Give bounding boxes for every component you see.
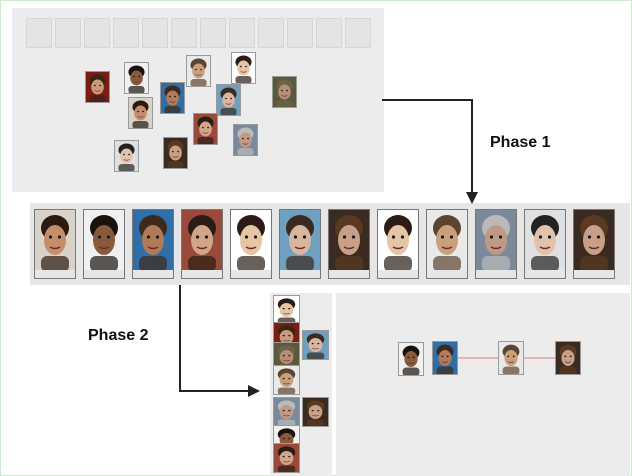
strip-face-thumbnail[interactable] bbox=[573, 209, 615, 279]
empty-slot[interactable] bbox=[316, 18, 342, 48]
empty-slot[interactable] bbox=[200, 18, 226, 48]
strip-face-thumbnail[interactable] bbox=[132, 209, 174, 279]
strip-face-thumbnail[interactable] bbox=[377, 209, 419, 279]
face-thumbnail[interactable] bbox=[273, 295, 300, 325]
strip-face-thumbnail[interactable] bbox=[230, 209, 272, 279]
face-thumbnail[interactable] bbox=[398, 342, 424, 376]
phase2-label: Phase 2 bbox=[88, 327, 149, 344]
face-thumbnail[interactable] bbox=[124, 62, 149, 94]
strip-face-thumbnail[interactable] bbox=[426, 209, 468, 279]
strip-face-thumbnail[interactable] bbox=[475, 209, 517, 279]
face-thumbnail[interactable] bbox=[302, 330, 329, 360]
face-thumbnail[interactable] bbox=[273, 365, 300, 395]
face-thumbnail[interactable] bbox=[231, 52, 256, 84]
phase2-arrow bbox=[179, 285, 260, 397]
empty-slot[interactable] bbox=[26, 18, 52, 48]
face-thumbnail[interactable] bbox=[498, 341, 524, 375]
face-thumbnail[interactable] bbox=[114, 140, 139, 172]
face-thumbnail[interactable] bbox=[163, 137, 188, 169]
face-thumbnail[interactable] bbox=[186, 55, 211, 87]
face-thumbnail[interactable] bbox=[432, 341, 458, 375]
strip-face-thumbnail[interactable] bbox=[524, 209, 566, 279]
empty-slot[interactable] bbox=[84, 18, 110, 48]
face-thumbnail[interactable] bbox=[128, 97, 153, 129]
face-thumbnail[interactable] bbox=[273, 443, 300, 473]
empty-slot[interactable] bbox=[171, 18, 197, 48]
grouping-panel bbox=[336, 293, 630, 476]
empty-slot[interactable] bbox=[142, 18, 168, 48]
phase1-label: Phase 1 bbox=[490, 134, 551, 151]
empty-slot[interactable] bbox=[287, 18, 313, 48]
strip-face-thumbnail[interactable] bbox=[34, 209, 76, 279]
face-thumbnail[interactable] bbox=[302, 397, 329, 427]
slot-bar bbox=[26, 18, 386, 50]
face-thumbnail[interactable] bbox=[272, 76, 297, 108]
face-strip bbox=[30, 203, 630, 285]
empty-slot[interactable] bbox=[258, 18, 284, 48]
face-thumbnail[interactable] bbox=[193, 113, 218, 145]
face-thumbnail[interactable] bbox=[555, 341, 581, 375]
strip-face-thumbnail[interactable] bbox=[328, 209, 370, 279]
empty-slot[interactable] bbox=[55, 18, 81, 48]
strip-face-thumbnail[interactable] bbox=[83, 209, 125, 279]
phase1-arrow bbox=[382, 99, 478, 204]
unsorted-workspace bbox=[12, 8, 384, 192]
strip-face-thumbnail[interactable] bbox=[279, 209, 321, 279]
empty-slot[interactable] bbox=[229, 18, 255, 48]
face-thumbnail[interactable] bbox=[273, 397, 300, 427]
face-thumbnail[interactable] bbox=[85, 71, 110, 103]
face-thumbnail[interactable] bbox=[216, 84, 241, 116]
empty-slot[interactable] bbox=[345, 18, 371, 48]
strip-face-thumbnail[interactable] bbox=[181, 209, 223, 279]
face-thumbnail[interactable] bbox=[233, 124, 258, 156]
empty-slot[interactable] bbox=[113, 18, 139, 48]
face-thumbnail[interactable] bbox=[160, 82, 185, 114]
